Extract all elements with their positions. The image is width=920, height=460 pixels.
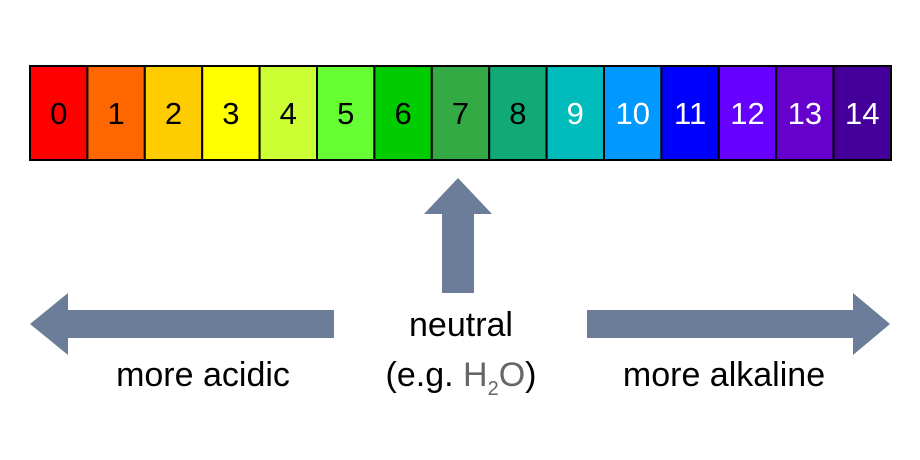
ph-value-13: 13 (788, 96, 822, 131)
ph-value-8: 8 (509, 96, 526, 131)
ph-cell-14 (832, 65, 892, 161)
neutral-label: neutral (409, 306, 513, 344)
water-formula-subscript: 2 (488, 378, 499, 400)
ph-cell-0 (29, 65, 89, 161)
ph-cell-2 (143, 65, 204, 161)
ph-cell-12 (717, 65, 778, 161)
alkaline-right-arrow-icon (587, 293, 890, 355)
acidic-label: more acidic (116, 356, 290, 394)
ph-value-1: 1 (107, 96, 124, 131)
ph-value-10: 10 (615, 96, 649, 131)
ph-cell-7 (430, 65, 491, 161)
ph-cell-5 (316, 65, 376, 161)
ph-value-9: 9 (567, 96, 584, 131)
water-formula-h: H (463, 356, 488, 394)
acidic-left-arrow-icon (30, 293, 334, 355)
ph-cell-4 (258, 65, 319, 161)
water-formula-o: O (499, 356, 525, 394)
ph-value-2: 2 (165, 96, 182, 131)
ph-value-7: 7 (452, 96, 469, 131)
neutral-example-label: (e.g. H2O) (386, 356, 537, 400)
ph-cell-9 (545, 65, 605, 161)
ph-cell-13 (775, 65, 835, 161)
ph-value-0: 0 (50, 96, 67, 131)
ph-value-6: 6 (394, 96, 411, 131)
ph-cell-1 (86, 65, 146, 161)
ph-value-12: 12 (730, 96, 764, 131)
ph-value-11: 11 (674, 96, 706, 131)
ph-cell-6 (373, 65, 433, 161)
example-close-text: ) (525, 356, 536, 394)
neutral-up-arrow-icon (424, 178, 492, 293)
ph-cell-11 (660, 65, 720, 161)
ph-value-5: 5 (337, 96, 354, 131)
ph-cell-8 (488, 65, 548, 161)
ph-value-14: 14 (845, 96, 879, 131)
example-open-text: (e.g. (386, 356, 463, 394)
ph-value-4: 4 (280, 96, 297, 131)
ph-value-3: 3 (222, 96, 239, 131)
alkaline-label: more alkaline (623, 356, 825, 394)
